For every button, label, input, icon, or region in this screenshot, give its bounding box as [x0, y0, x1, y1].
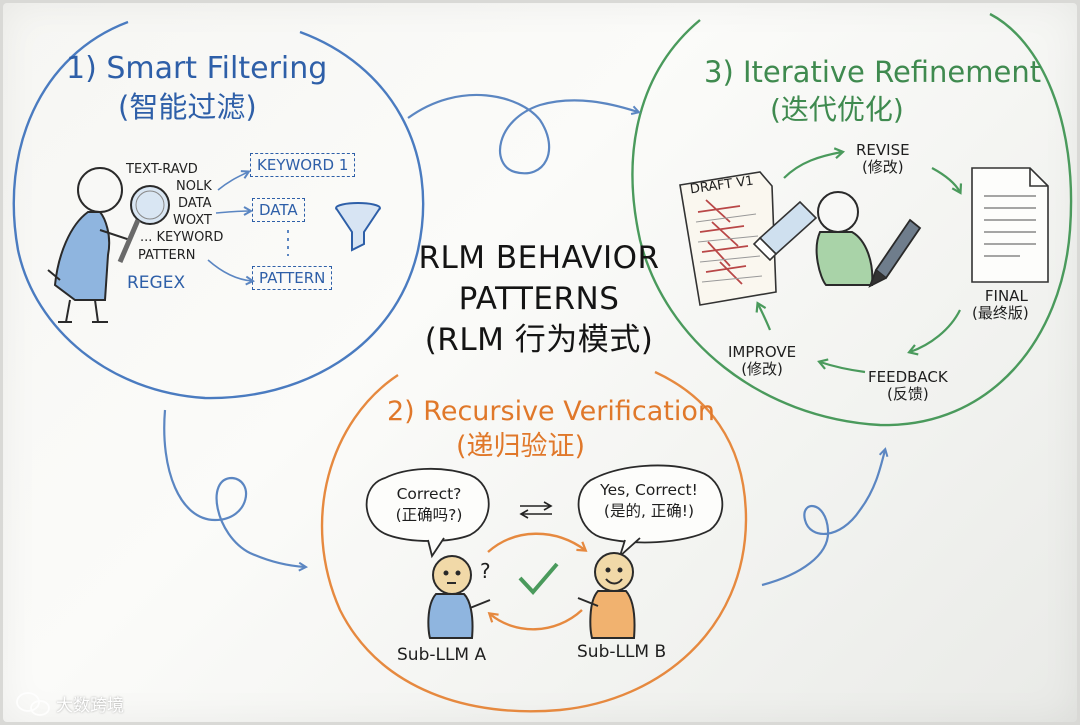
agent-b-label: Sub-LLM B — [577, 642, 667, 662]
connector-arrow-1-3 — [407, 93, 638, 175]
step-improve-label: IMPROVE — [728, 343, 797, 361]
magnifier-icon — [117, 185, 170, 263]
question-mark: ? — [480, 559, 491, 583]
section1-circle — [12, 20, 425, 400]
step-improve: IMPROVE (修改) — [728, 343, 797, 379]
watermark: 大数跨境 — [56, 696, 124, 716]
filter-text-line: WOXT — [173, 213, 212, 228]
document-icon — [971, 167, 1049, 283]
connector-arrow-2-3 — [761, 450, 885, 587]
section1-title: 1) Smart Filtering — [66, 51, 328, 86]
center-title: RLM BEHAVIOR PATTERNS (RLM 行为模式) — [408, 238, 670, 362]
wechat-icon — [16, 692, 50, 716]
step-final-label: FINAL — [984, 287, 1028, 305]
step-feedback-label: FEEDBACK — [868, 368, 948, 386]
step-feedback: FEEDBACK (反馈) — [868, 368, 948, 404]
section2-title: 2) Recursive Verification — [387, 396, 715, 427]
filter-text-line: PATTERN — [138, 248, 196, 263]
person-a — [427, 555, 491, 639]
person-editor — [815, 191, 874, 286]
section2-subtitle: (递归验证) — [456, 431, 586, 462]
bubble-a-text: Correct? (正确吗?) — [378, 484, 480, 526]
whiteboard — [3, 3, 1077, 722]
section2-circle — [320, 370, 748, 713]
pen-icon — [868, 218, 922, 288]
funnel-icon — [335, 202, 381, 252]
bubble-b-line1: Yes, Correct! — [600, 481, 698, 499]
person-b — [577, 552, 636, 639]
step-revise-sub: (修改) — [861, 158, 904, 177]
chip-pattern: PATTERN — [252, 266, 333, 290]
center-title-line1: RLM BEHAVIOR — [418, 240, 660, 276]
step-revise: REVISE (修改) — [856, 141, 910, 177]
agent-a-label: Sub-LLM A — [397, 645, 487, 665]
section1-subtitle: (智能过滤) — [118, 90, 257, 124]
section3-subtitle: (迭代优化) — [770, 93, 904, 126]
center-title-line3: (RLM 行为模式) — [424, 322, 654, 359]
section3-title: 3) Iterative Refinement — [704, 55, 1042, 89]
connector-arrow-1-2 — [163, 409, 305, 567]
bubble-a-line1: Correct? — [396, 485, 462, 503]
regex-label: REGEX — [127, 273, 186, 293]
speech-bubble-a — [365, 467, 490, 559]
speech-bubble-b — [577, 464, 724, 559]
filter-text-line: ... KEYWORD — [140, 230, 224, 245]
bubble-b-line2: (是的, 正确!) — [603, 501, 695, 520]
filter-text-line: NOLK — [176, 179, 212, 194]
bubble-b-text: Yes, Correct! (是的, 正确!) — [585, 480, 713, 522]
eraser-icon — [752, 200, 818, 262]
checkmark-icon — [518, 562, 559, 596]
step-revise-label: REVISE — [856, 141, 910, 159]
step-final: FINAL (最终版) — [972, 287, 1029, 323]
chip-data: DATA — [252, 198, 305, 222]
bubble-a-line2: (正确吗?) — [395, 505, 463, 524]
person-with-magnifier — [47, 167, 131, 323]
center-title-line2: PATTERNS — [458, 281, 620, 318]
step-final-sub: (最终版) — [972, 304, 1029, 323]
step-feedback-sub: (反馈) — [887, 385, 929, 404]
step-improve-sub: (修改) — [741, 360, 783, 379]
filter-text-line: DATA — [178, 196, 212, 211]
chip-keyword: KEYWORD 1 — [250, 153, 356, 177]
filter-text-line: TEXT-RAVD — [126, 162, 198, 177]
section3-circle — [631, 12, 1073, 427]
